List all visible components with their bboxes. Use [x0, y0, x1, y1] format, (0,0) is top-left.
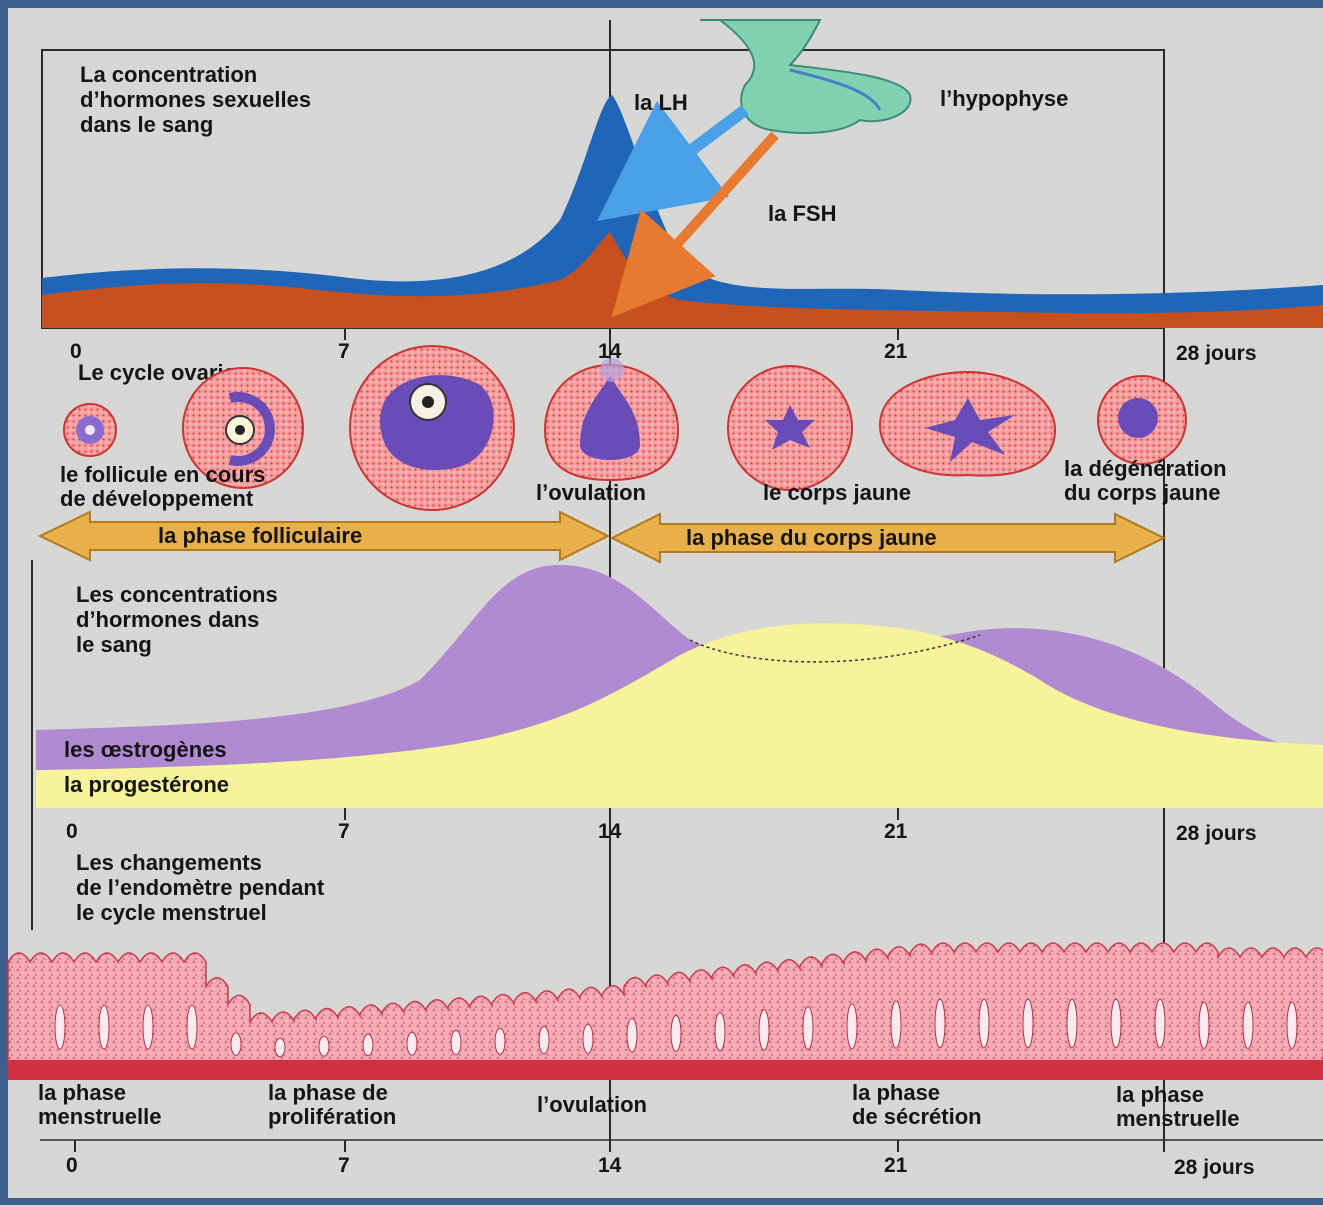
- endometrial-gland: [1199, 1002, 1209, 1048]
- follicle-label-line-1: le follicule en cours: [60, 462, 265, 487]
- day-axis-3-label-28: 28 jours: [1174, 1156, 1255, 1179]
- day-axis-3-label-21: 21: [884, 1154, 908, 1177]
- endometrium-base-layer: [8, 1060, 1323, 1080]
- endometrial-gland: [1111, 999, 1121, 1047]
- endometrial-gland: [627, 1018, 637, 1052]
- endometrial-gland: [671, 1016, 681, 1052]
- endometrial-gland: [319, 1036, 329, 1056]
- phase-proliferation-line-2: prolifération: [268, 1104, 396, 1129]
- phase-menstrual-2-line-2: menstruelle: [1116, 1106, 1240, 1131]
- endometrial-gland: [407, 1032, 417, 1055]
- degenerating-corpus-luteum-icon: [1098, 376, 1186, 464]
- day-axis-3-label-14: 14: [598, 1154, 622, 1177]
- blood-title-line-2: d’hormones dans: [76, 607, 259, 632]
- day-axis-3-label-7: 7: [338, 1154, 350, 1177]
- top-title-line-3: dans le sang: [80, 112, 213, 137]
- endometrial-gland: [1287, 1002, 1297, 1048]
- endometrial-gland: [891, 1001, 901, 1048]
- endometrium-title-line-1: Les changements: [76, 850, 262, 875]
- day-axis-2-label-21: 21: [884, 820, 908, 843]
- endometrial-gland: [1243, 1002, 1253, 1048]
- day-axis-2-label-0: 0: [66, 820, 78, 843]
- ovulation-label: l’ovulation: [536, 480, 646, 505]
- estrogen-label: les œstrogènes: [64, 737, 227, 762]
- phase-menstrual-2-line-1: la phase: [1116, 1082, 1204, 1107]
- endometrial-gland: [495, 1028, 505, 1054]
- day-axis-2-label-7: 7: [338, 820, 350, 843]
- endometrial-gland: [539, 1026, 549, 1054]
- endometrial-gland: [451, 1030, 461, 1054]
- phase-secretion-line-1: la phase: [852, 1080, 940, 1105]
- day-axis-3-label-0: 0: [66, 1154, 78, 1177]
- progesterone-label: la progestérone: [64, 772, 229, 797]
- follicle-small-icon: [64, 404, 116, 456]
- endometrium-title-line-3: le cycle menstruel: [76, 900, 267, 925]
- endometrial-gland: [363, 1034, 373, 1055]
- fsh-label: la FSH: [768, 201, 836, 226]
- endometrial-gland: [143, 1005, 153, 1049]
- endometrial-gland: [583, 1024, 593, 1053]
- day-axis-1-label-21: 21: [884, 340, 908, 363]
- endometrial-gland: [979, 999, 989, 1047]
- blood-title-line-3: le sang: [76, 632, 152, 657]
- endometrial-gland: [1023, 999, 1033, 1047]
- endometrial-gland: [55, 1005, 65, 1049]
- hypophyse-label: l’hypophyse: [940, 86, 1068, 111]
- day-axis-2-label-28: 28 jours: [1176, 822, 1257, 845]
- corpus-luteum-icon: [728, 366, 852, 490]
- degeneration-label-line-2: du corps jaune: [1064, 480, 1220, 505]
- phase-menstrual-1-line-2: menstruelle: [38, 1104, 162, 1129]
- corps-jaune-label: le corps jaune: [763, 480, 911, 505]
- endometrial-gland: [99, 1005, 109, 1049]
- endometrial-gland: [1155, 999, 1165, 1047]
- endometrial-gland: [275, 1038, 285, 1056]
- day-axis-1-label-28: 28 jours: [1176, 342, 1257, 365]
- follicular-phase-label: la phase folliculaire: [158, 523, 362, 548]
- endometrial-gland: [187, 1005, 197, 1049]
- endometrium-title-line-2: de l’endomètre pendant: [76, 875, 325, 900]
- day-axis-2-label-14: 14: [598, 820, 622, 843]
- endometrial-gland: [231, 1033, 241, 1056]
- phase-ovulation: l’ovulation: [537, 1092, 647, 1117]
- luteal-phase-label: la phase du corps jaune: [686, 525, 937, 550]
- blood-title-line-1: Les concentrations: [76, 582, 278, 607]
- degeneration-label-line-1: la dégénération: [1064, 456, 1227, 481]
- endometrial-gland: [803, 1007, 813, 1050]
- follicle-mature-icon: [350, 346, 514, 510]
- top-title-line-2: d’hormones sexuelles: [80, 87, 311, 112]
- endometrial-gland: [715, 1013, 725, 1051]
- phase-proliferation-line-1: la phase de: [268, 1080, 388, 1105]
- day-axis-1-label-7: 7: [338, 340, 350, 363]
- endometrial-gland: [847, 1004, 857, 1049]
- phase-secretion-line-2: de sécrétion: [852, 1104, 982, 1129]
- endometrial-gland: [1067, 999, 1077, 1047]
- top-title-line-1: La concentration: [80, 62, 257, 87]
- follicle-label-line-2: de développement: [60, 486, 254, 511]
- phase-menstrual-1-line-1: la phase: [38, 1080, 126, 1105]
- endometrial-gland: [759, 1010, 769, 1050]
- endometrial-gland: [935, 999, 945, 1047]
- lh-label: la LH: [634, 90, 688, 115]
